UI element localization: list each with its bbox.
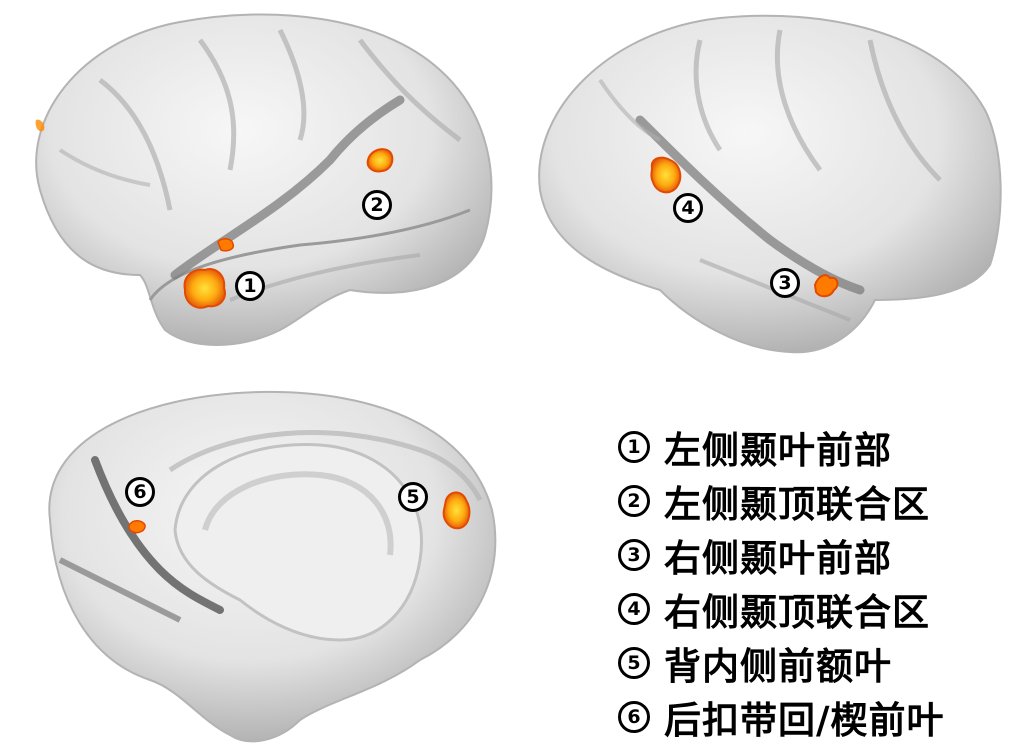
legend-item: 1 左侧颞叶前部 <box>618 420 1008 474</box>
legend-label: 右侧颞叶前部 <box>664 528 892 582</box>
activation-blob-1 <box>185 269 225 308</box>
legend-number: 2 <box>618 485 650 517</box>
region-marker-1: 1 <box>235 271 265 301</box>
legend-item: 3 右侧颞叶前部 <box>618 528 1008 582</box>
legend-item: 6 后扣带回/楔前叶 <box>618 690 1008 744</box>
legend-label: 背内侧前额叶 <box>664 636 892 690</box>
legend-label: 左侧颞顶联合区 <box>664 474 930 528</box>
legend-number: 6 <box>618 701 650 733</box>
region-legend: 1 左侧颞叶前部 2 左侧颞顶联合区 3 右侧颞叶前部 4 右侧颞顶联合区 5 … <box>618 420 1008 744</box>
region-marker-6: 6 <box>125 477 155 507</box>
activation-blob-edge <box>36 120 45 132</box>
legend-item: 4 右侧颞顶联合区 <box>618 582 1008 636</box>
legend-label: 后扣带回/楔前叶 <box>664 690 945 744</box>
activation-blob-4 <box>651 158 680 193</box>
legend-number: 4 <box>618 593 650 625</box>
legend-label: 左侧颞叶前部 <box>664 420 892 474</box>
left-lateral-hemisphere <box>36 14 492 345</box>
region-marker-4: 4 <box>673 193 703 223</box>
activation-blob-6 <box>129 521 145 533</box>
legend-number: 1 <box>618 431 650 463</box>
region-marker-2: 2 <box>362 190 392 220</box>
legend-number: 5 <box>618 647 650 679</box>
legend-item: 5 背内侧前额叶 <box>618 636 1008 690</box>
activation-blob-5 <box>444 493 470 529</box>
region-marker-5: 5 <box>398 482 428 512</box>
right-lateral-hemisphere <box>539 16 1001 352</box>
activation-blob-2 <box>368 149 393 171</box>
legend-number: 3 <box>618 539 650 571</box>
legend-label: 右侧颞顶联合区 <box>664 582 930 636</box>
activation-blob-1b <box>218 239 233 251</box>
region-marker-3: 3 <box>770 268 800 298</box>
medial-hemisphere <box>49 392 495 741</box>
legend-item: 2 左侧颞顶联合区 <box>618 474 1008 528</box>
